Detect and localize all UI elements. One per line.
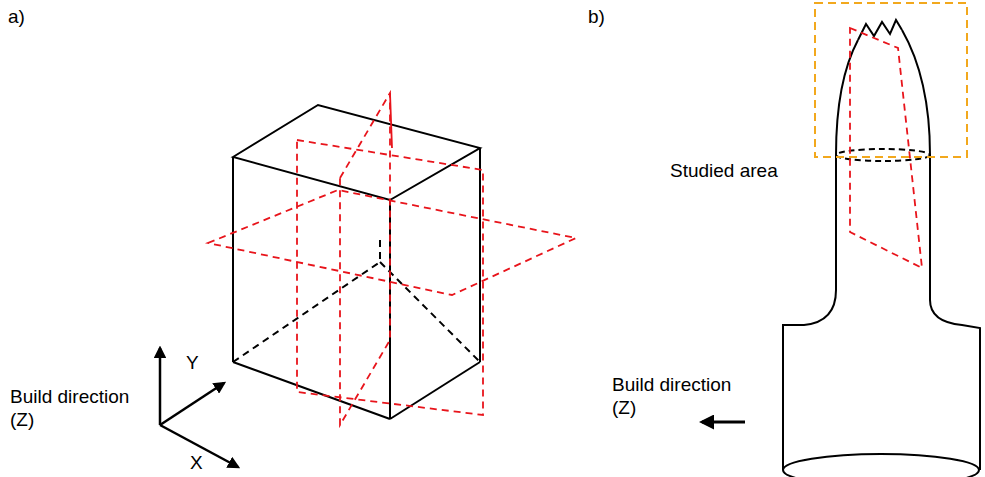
- axis-label: Build direction (Z): [612, 374, 737, 420]
- section-plane: [850, 28, 922, 268]
- panel-label: a): [8, 6, 48, 29]
- axis-label: Build direction (Z): [10, 386, 130, 432]
- axes: [160, 348, 238, 467]
- area-label: Studied area: [670, 160, 810, 183]
- specimen: [783, 20, 980, 477]
- build-arrow: [702, 421, 745, 424]
- panel-label: b): [588, 6, 628, 29]
- studied-area-box: [815, 3, 967, 157]
- section-planes: [208, 93, 576, 425]
- axis-label: Y: [186, 352, 216, 375]
- axis-label: X: [190, 452, 220, 475]
- cube: [233, 105, 480, 419]
